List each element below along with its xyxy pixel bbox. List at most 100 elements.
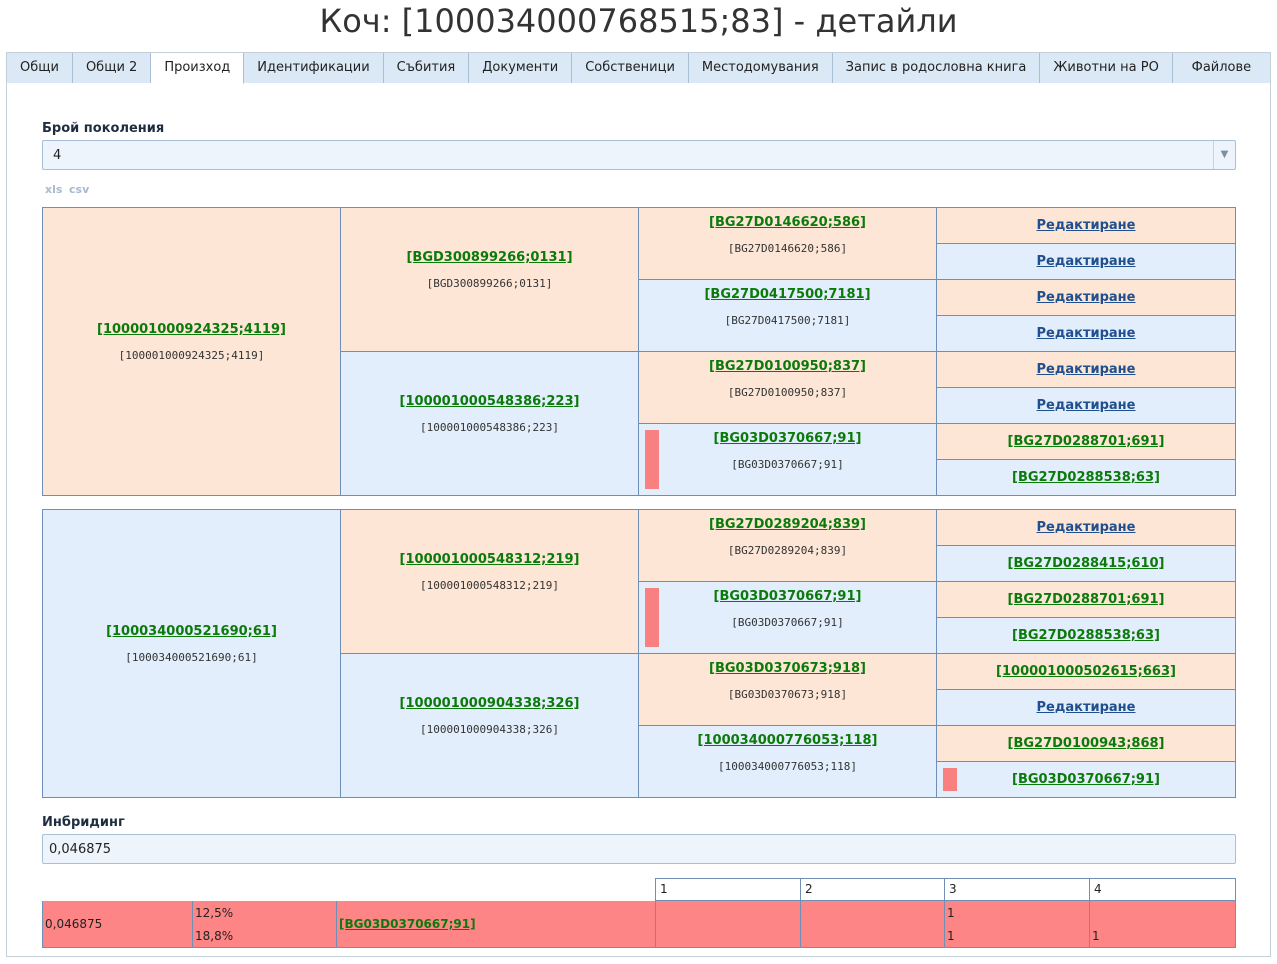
inbreeding-marker <box>645 588 659 647</box>
sire-sire-cell: [BGD300899266;0131] [BGD300899266;0131] <box>341 208 639 352</box>
generations-value: 4 <box>53 148 62 163</box>
sire-gen3-4-id: [BG03D0370667;91] <box>731 458 844 471</box>
sire-dam-cell: [100001000548386;223] [100001000548386;2… <box>341 352 639 495</box>
gen3-count-2: 1 <box>947 929 955 943</box>
sire-dam-id: [100001000548386;223] <box>419 421 560 434</box>
tab-origin[interactable]: Произход <box>151 53 245 84</box>
edit-link[interactable]: Редактиране <box>1036 218 1136 233</box>
dam-gen3-1-link[interactable]: [BG27D0289204;839] <box>709 517 866 532</box>
gen2-cell <box>800 901 944 948</box>
dam-sire-cell: [100001000548312;219] [100001000548312;2… <box>341 510 639 654</box>
inbreeding-pct-cell: 12,5% 18,8% <box>192 901 336 948</box>
tab-general-2[interactable]: Общи 2 <box>72 53 152 83</box>
sire-gen3-3-id: [BG27D0100950;837] <box>727 386 848 399</box>
inbreeding-marker <box>943 768 957 791</box>
tab-locations[interactable]: Местодомувания <box>688 53 833 83</box>
edit-link[interactable]: Редактиране <box>1036 290 1136 305</box>
sire-gen3-3-link[interactable]: [BG27D0100950;837] <box>709 359 866 374</box>
dam-link[interactable]: [100034000521690;61] <box>106 624 277 639</box>
dam-gen4-3-link[interactable]: [BG27D0288701;691] <box>1007 592 1165 607</box>
tab-documents[interactable]: Документи <box>469 53 573 83</box>
sire-link[interactable]: [100001000924325;4119] <box>97 322 286 337</box>
dam-dam-link[interactable]: [100001000904338;326] <box>399 696 580 711</box>
dam-gen4-1-cell: Редактиране <box>937 510 1235 546</box>
dam-gen4-2-link[interactable]: [BG27D0288415;610] <box>1007 556 1165 571</box>
sire-gen3-4-cell: [BG03D0370667;91] [BG03D0370667;91] <box>639 424 937 495</box>
dam-pedigree-tree: [100034000521690;61] [100034000521690;61… <box>42 509 1236 798</box>
edit-link[interactable]: Редактиране <box>1036 254 1136 269</box>
page-title: Коч: [100034000768515;83] - детайли <box>319 2 958 40</box>
sire-gen3-3-cell: [BG27D0100950;837] [BG27D0100950;837] <box>639 352 937 424</box>
tab-general[interactable]: Общи <box>7 53 73 83</box>
tab-farm-animals[interactable]: Животни на РО <box>1040 53 1173 83</box>
sire-dam-link[interactable]: [100001000548386;223] <box>399 394 580 409</box>
common-ancestor-link[interactable]: [BG03D0370667;91] <box>339 917 476 931</box>
gen3-cell: 1 1 <box>944 901 1089 948</box>
sire-gen3-1-link[interactable]: [BG27D0146620;586] <box>709 215 866 230</box>
sire-gen3-2-id: [BG27D0417500;7181] <box>724 314 851 327</box>
sire-gen4-2-cell: Редактиране <box>937 244 1235 280</box>
dam-gen3-3-cell: [BG03D0370673;918] [BG03D0370673;918] <box>639 654 937 726</box>
dam-dam-cell: [100001000904338;326] [100001000904338;3… <box>341 654 639 797</box>
dam-gen4-4-cell: [BG27D0288538;63] <box>937 618 1235 654</box>
chevron-down-icon[interactable]: ▼ <box>1213 141 1235 169</box>
sire-gen4-8-cell: [BG27D0288538;63] <box>937 460 1235 495</box>
generation-header: 4 <box>1089 878 1236 901</box>
tab-owners[interactable]: Собственици <box>572 53 689 83</box>
sire-cell: [100001000924325;4119] [100001000924325;… <box>43 208 341 495</box>
inbreeding-field[interactable]: 0,046875 <box>42 834 1236 864</box>
dam-id: [100034000521690;61] <box>125 651 258 664</box>
sire-gen4-8-link[interactable]: [BG27D0288538;63] <box>1012 470 1160 485</box>
tab-identifications[interactable]: Идентификации <box>244 53 384 83</box>
inbreeding-marker <box>645 430 659 489</box>
sire-gen3-1-cell: [BG27D0146620;586] [BG27D0146620;586] <box>639 208 937 280</box>
dam-cell: [100034000521690;61] [100034000521690;61… <box>43 510 341 797</box>
generations-select[interactable]: 4 ▼ <box>42 140 1236 170</box>
dam-dam-id: [100001000904338;326] <box>419 723 560 736</box>
sire-gen3-2-link[interactable]: [BG27D0417500;7181] <box>704 287 871 302</box>
sire-gen4-7-cell: [BG27D0288701;691] <box>937 424 1235 460</box>
xls-export-icon[interactable]: xls <box>45 183 63 196</box>
dam-gen3-4-link[interactable]: [100034000776053;118] <box>697 733 878 748</box>
dam-gen3-2-id: [BG03D0370667;91] <box>731 616 844 629</box>
gen1-cell <box>655 901 800 948</box>
sire-gen4-7-link[interactable]: [BG27D0288701;691] <box>1007 434 1165 449</box>
sire-sire-link[interactable]: [BGD300899266;0131] <box>406 250 573 265</box>
inbreeding-coef: 0,046875 <box>45 917 103 931</box>
edit-link[interactable]: Редактиране <box>1036 398 1136 413</box>
sire-pedigree-tree: [100001000924325;4119] [100001000924325;… <box>42 207 1236 496</box>
dam-gen4-8-link[interactable]: [BG03D0370667;91] <box>1012 772 1160 787</box>
dam-sire-link[interactable]: [100001000548312;219] <box>399 552 580 567</box>
edit-link[interactable]: Редактиране <box>1036 700 1136 715</box>
sire-gen3-2-cell: [BG27D0417500;7181] [BG27D0417500;7181] <box>639 280 937 352</box>
dam-gen3-3-id: [BG03D0370673;918] <box>727 688 848 701</box>
dam-gen4-7-link[interactable]: [BG27D0100943;868] <box>1007 736 1165 751</box>
dam-gen3-1-id: [BG27D0289204;839] <box>727 544 848 557</box>
csv-export-icon[interactable]: csv <box>69 183 90 196</box>
inbreeding-coef-cell: 0,046875 <box>42 901 192 948</box>
gen4-cell: 1 <box>1089 901 1236 948</box>
sire-gen4-3-cell: Редактиране <box>937 280 1235 316</box>
dam-gen3-4-id: [100034000776053;118] <box>717 760 858 773</box>
dam-gen4-5-cell: [100001000502615;663] <box>937 654 1235 690</box>
inbreeding-value: 0,046875 <box>49 842 112 857</box>
edit-link[interactable]: Редактиране <box>1036 326 1136 341</box>
dam-gen4-4-link[interactable]: [BG27D0288538;63] <box>1012 628 1160 643</box>
sire-id: [100001000924325;4119] <box>118 349 265 362</box>
inbreeding-table: 1 2 3 4 0,046875 12,5% 18,8% [BG03D03706… <box>42 878 1236 948</box>
dam-gen4-5-link[interactable]: [100001000502615;663] <box>996 664 1176 679</box>
edit-link[interactable]: Редактиране <box>1036 520 1136 535</box>
dam-gen3-3-link[interactable]: [BG03D0370673;918] <box>709 661 866 676</box>
dam-gen4-8-cell: [BG03D0370667;91] <box>937 762 1235 797</box>
details-panel: Общи Общи 2 Произход Идентификации Събит… <box>6 52 1271 957</box>
sire-gen3-4-link[interactable]: [BG03D0370667;91] <box>713 431 862 446</box>
dam-gen3-2-link[interactable]: [BG03D0370667;91] <box>713 589 862 604</box>
tab-herdbook-record[interactable]: Запис в родословна книга <box>832 53 1041 83</box>
inbreeding-pct-2: 18,8% <box>195 929 234 943</box>
tab-files[interactable]: Файлове <box>1172 53 1270 83</box>
tab-events[interactable]: Събития <box>383 53 470 83</box>
dam-gen3-1-cell: [BG27D0289204;839] [BG27D0289204;839] <box>639 510 937 582</box>
dam-gen4-2-cell: [BG27D0288415;610] <box>937 546 1235 582</box>
dam-gen4-7-cell: [BG27D0100943;868] <box>937 726 1235 762</box>
edit-link[interactable]: Редактиране <box>1036 362 1136 377</box>
